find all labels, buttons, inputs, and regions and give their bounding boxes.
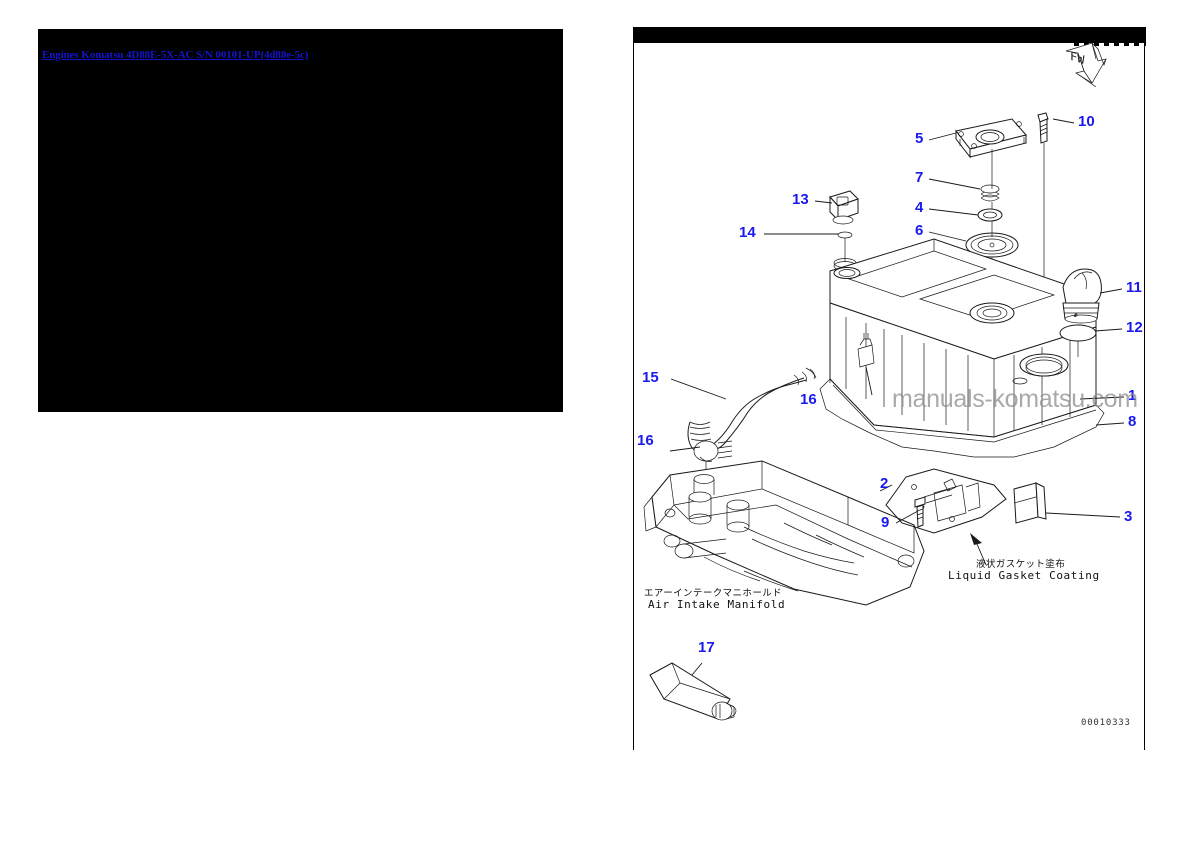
part-16-clamp-upper (857, 333, 875, 396)
callout-8: 8 (1128, 413, 1137, 430)
site-watermark: manuals-komatsu.com (892, 385, 1138, 413)
part-17-sealant-tube (649, 662, 737, 721)
part-13-plug (829, 190, 859, 225)
callout-6: 6 (915, 222, 924, 239)
part-4-washer (977, 208, 1003, 222)
part-15-breather-hose (687, 367, 817, 452)
callout-10: 10 (1078, 113, 1095, 130)
callout-14: 14 (739, 224, 756, 241)
left-content-panel: Engines Komatsu 4D88E-5X-AC S/N 00101-UP… (38, 29, 563, 412)
part-9-bolt (914, 496, 926, 528)
page-title-link[interactable]: Engines Komatsu 4D88E-5X-AC S/N 00101-UP… (42, 49, 309, 61)
part-7-spring (980, 184, 1000, 202)
part-12-o-ring (634, 27, 1097, 357)
callout-15: 15 (642, 369, 659, 386)
callout-16-lower: 16 (637, 432, 654, 449)
gasket-label-english: Liquid Gasket Coating (948, 569, 1100, 582)
callout-11: 11 (1126, 279, 1142, 296)
callout-12: 12 (1126, 319, 1143, 336)
callout-1: 1 (1128, 387, 1137, 404)
manifold-label-japanese: エアーインテークマニホールド (644, 588, 783, 599)
forward-direction-marker: FW (1062, 39, 1116, 87)
diagram-top-bar (634, 27, 1146, 43)
callout-7: 7 (915, 169, 924, 186)
callout-16-upper: 16 (800, 391, 817, 408)
callout-2: 2 (880, 475, 889, 492)
part-11-filler-cap (1062, 268, 1102, 324)
part-10-bolt (1037, 112, 1049, 144)
exploded-parts-drawing (634, 27, 1125, 721)
callout-9: 9 (881, 514, 890, 531)
drawing-number: 00010333 (1081, 718, 1131, 728)
callout-4: 4 (915, 199, 924, 216)
callout-5: 5 (915, 130, 924, 147)
air-intake-manifold (643, 460, 925, 606)
parts-diagram-panel: FW (633, 27, 1146, 750)
part-8-cover-gasket (819, 378, 1105, 458)
part-2-bracket (885, 468, 1007, 534)
part-1-cylinder-head-cover (829, 238, 1097, 443)
manifold-label-english: Air Intake Manifold (648, 598, 786, 611)
callout-17: 17 (698, 639, 715, 656)
diagram-top-dashes (1074, 43, 1146, 46)
part-3-rubber-pad (1013, 482, 1047, 524)
part-5-breather-cover (955, 118, 1027, 159)
callout-13: 13 (792, 191, 809, 208)
leader-lines (669, 118, 1125, 676)
callout-3: 3 (1124, 508, 1133, 525)
gasket-label-japanese: 液状ガスケット塗布 (976, 559, 1066, 570)
